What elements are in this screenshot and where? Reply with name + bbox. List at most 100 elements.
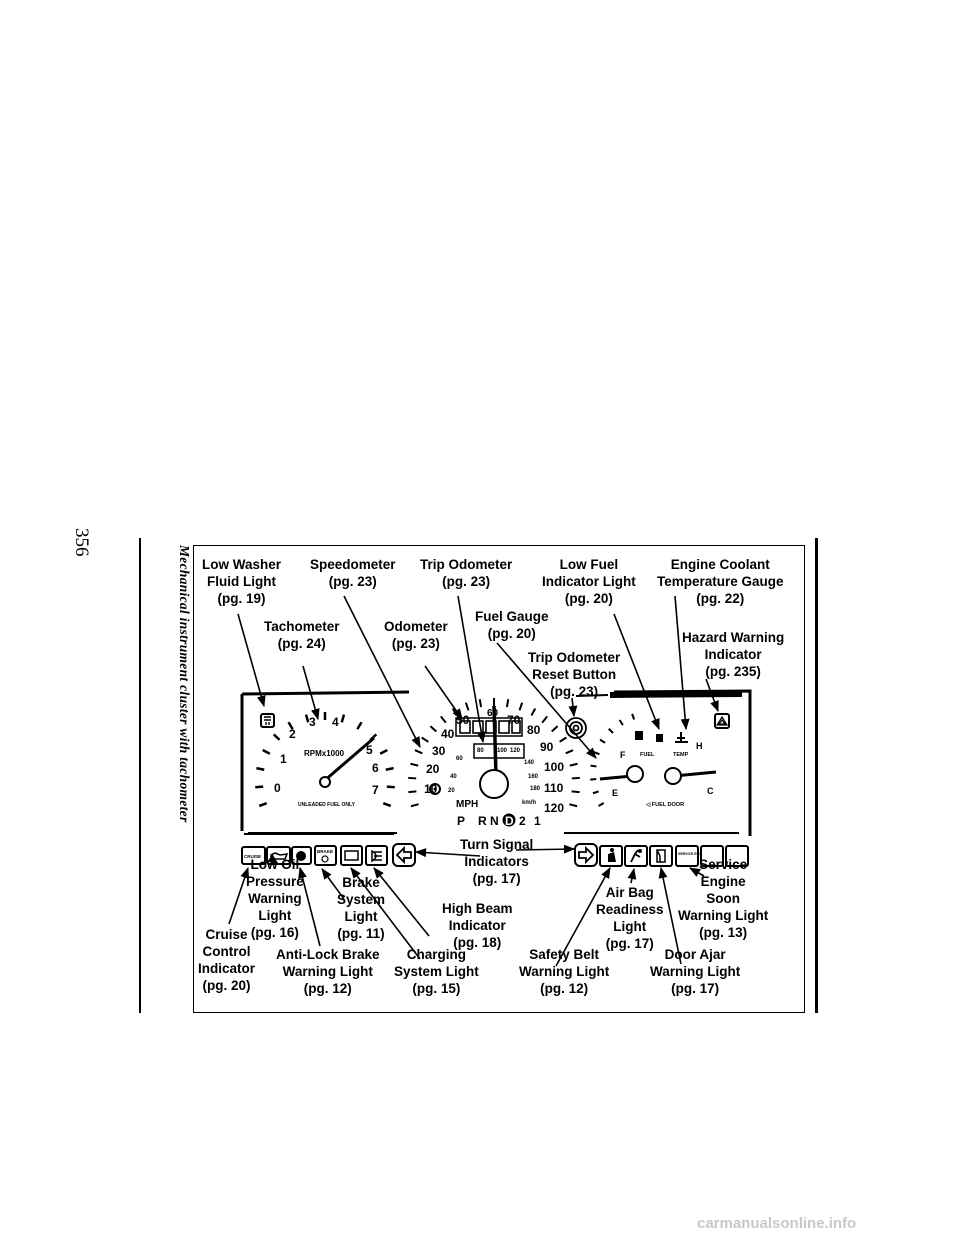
kmh-80: 80: [477, 748, 484, 754]
speedo-tick: [571, 776, 580, 780]
tach-tick: [258, 802, 268, 808]
tach-number-0: 0: [274, 781, 281, 795]
fuel-tick: [599, 738, 606, 744]
speedo-tick: [569, 803, 578, 808]
mph-70: 70: [507, 713, 521, 727]
tach-tick: [356, 721, 363, 730]
high-beam-lamp: [365, 845, 388, 866]
brake-lamp: BRAKE: [314, 845, 337, 866]
fuel-label: FUEL: [640, 752, 655, 758]
gear-r: R: [478, 814, 487, 828]
tach-tick: [287, 721, 294, 730]
leader-turn-right: [515, 844, 576, 854]
tach-tick: [382, 802, 392, 808]
kmh-180: 180: [530, 786, 541, 792]
temp-cold: C: [707, 786, 714, 796]
fuel-door-note: ◁ FUEL DOOR: [645, 801, 684, 808]
speedo-tick: [440, 715, 447, 724]
leader-safety-belt: [555, 867, 611, 967]
speedo-tick: [569, 762, 578, 767]
tach-number-1: 1: [280, 752, 287, 766]
fuel-empty: E: [612, 788, 618, 798]
tach-unit: RPMx1000: [304, 749, 345, 758]
fuel-tick: [592, 790, 599, 795]
tach-tick: [385, 766, 394, 771]
speedo-tick: [410, 762, 419, 767]
label-odometer: Odometer(pg. 23): [384, 619, 448, 651]
trip-odometer-window: [473, 743, 525, 759]
service-engine-lamp: SERVICE ENGINE SOON: [675, 845, 719, 867]
tach-tick: [386, 785, 395, 789]
leader-low-fuel: [613, 613, 660, 731]
speedo-tick: [478, 699, 483, 708]
mph-20: 20: [426, 762, 440, 776]
leader-door-ajar: [658, 866, 682, 965]
speedo-tick: [429, 725, 437, 733]
leader-cruise: [228, 866, 250, 925]
low-fuel-lamp-icon: [635, 731, 643, 740]
fuel-door-lamp-icon: [656, 734, 663, 742]
tach-tick: [262, 748, 271, 755]
tachometer-needle: [323, 736, 375, 783]
speedo-tick: [464, 702, 470, 711]
temp-hub: [664, 767, 682, 785]
leader-brake: [321, 868, 345, 900]
speedo-tick: [551, 725, 559, 733]
fuel-temp-gauge: [590, 713, 717, 807]
leader-low-oil: [267, 854, 279, 865]
trip-odometer-stem-bar: [609, 691, 743, 698]
fuel-temp-labels: F E FUEL H C TEMP ◁ FUEL DOOR: [612, 741, 714, 808]
fuel-tick: [618, 719, 624, 726]
fuel-tick: [590, 778, 597, 781]
left-rule: [139, 538, 141, 1013]
safety-belt-lamp: [599, 845, 623, 867]
leader-speedometer: [343, 595, 421, 749]
leader-hazard: [705, 678, 719, 713]
kmh-20: 20: [448, 788, 455, 794]
speedo-tick: [410, 803, 419, 808]
fuel-hub: [626, 765, 644, 783]
temp-label: TEMP: [673, 752, 689, 758]
svg-text:BRAKE: BRAKE: [317, 849, 333, 854]
leader-antilock: [298, 866, 321, 947]
kmh-60: 60: [456, 756, 463, 762]
label-speedometer: Speedometer(pg. 23): [310, 557, 396, 589]
watermark: carmanualsonline.info: [697, 1215, 857, 1232]
hazard-lamp: [714, 713, 730, 729]
page-number: 356: [71, 528, 92, 557]
tach-tick: [255, 785, 264, 789]
kmh-140: 140: [524, 760, 535, 766]
gear-2: 2: [519, 814, 526, 828]
instrument-cluster-diagram: 0 1 2 3 4 5 6 7 RPMx1000 UNLEADED FUEL O…: [228, 595, 752, 967]
tach-number-3: 3: [309, 715, 316, 729]
leader-air-bag: [627, 867, 637, 884]
tach-fuel-note: UNLEADED FUEL ONLY: [298, 802, 356, 808]
gear-d-highlight: [502, 813, 516, 827]
gear-p: P: [457, 814, 465, 828]
leader-service-engine: [689, 867, 705, 877]
tachometer-hub: [319, 776, 331, 788]
tachometer-gauge: [255, 712, 395, 808]
tach-number-2: 2: [289, 727, 296, 741]
speedo-tick: [414, 749, 423, 755]
air-bag-lamp: [624, 845, 648, 867]
charging-lamp: [340, 845, 363, 866]
tach-tick: [272, 733, 281, 741]
blank-lamp-1: [700, 845, 724, 867]
leader-trip-reset: [568, 697, 578, 718]
fuel-tick: [608, 728, 614, 734]
label-fuel-gauge: Fuel Gauge(pg. 20): [475, 609, 549, 641]
cruise-lamp: CRUISE: [241, 846, 266, 865]
speedometer-hub: [479, 769, 509, 799]
gear-n: N: [490, 814, 499, 828]
door-ajar-lamp: [649, 845, 673, 867]
